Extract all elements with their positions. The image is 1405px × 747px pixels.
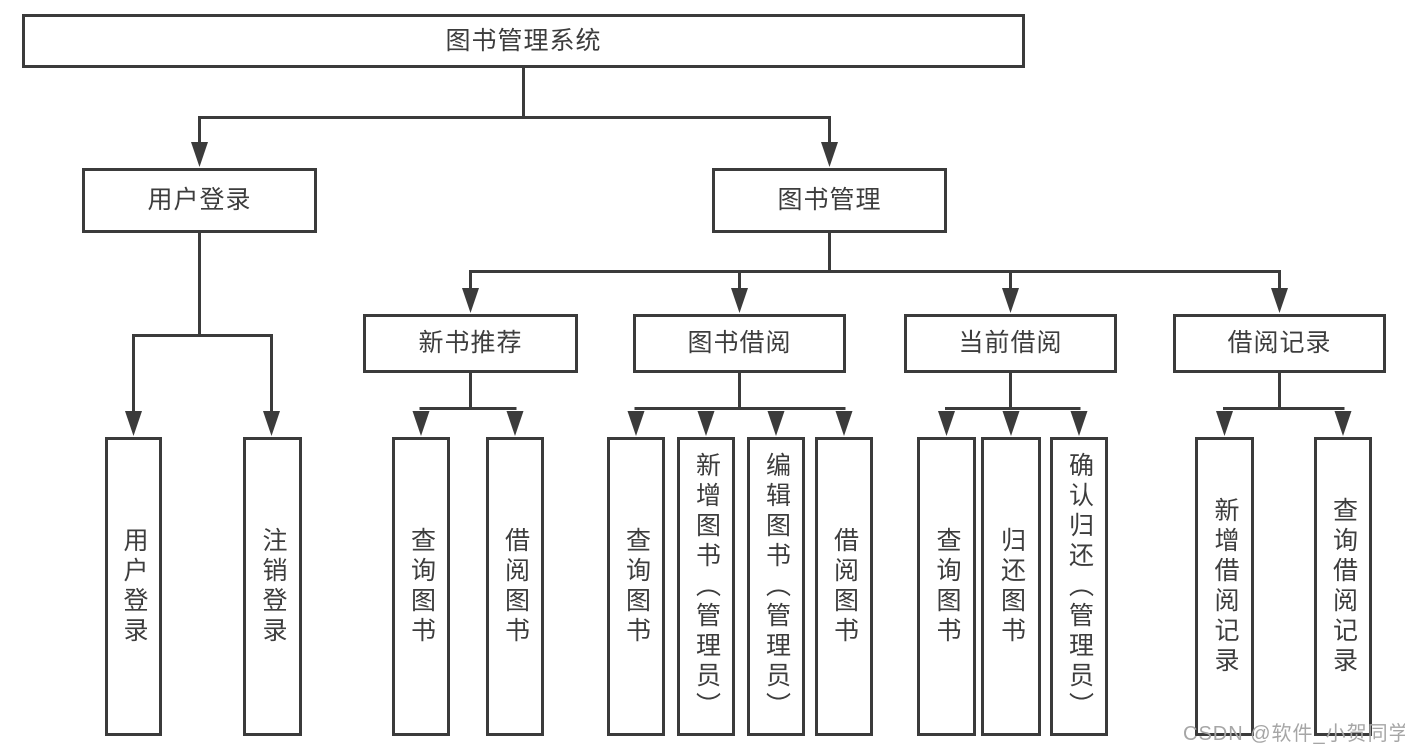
node-root-system: 图书管理系统 [22, 14, 1025, 68]
leaf-label: 确认归还（管理员） [1065, 451, 1094, 722]
leaf-add-borrow-record: 新增借阅记录 [1195, 437, 1254, 736]
leaf-label: 注销登录 [259, 526, 287, 647]
leaf-query-books-borrowing: 查询图书 [607, 437, 665, 736]
leaf-borrow-books-recommend: 借阅图书 [486, 437, 544, 736]
node-current-borrowing: 当前借阅 [904, 314, 1117, 373]
node-new-book-recommend: 新书推荐 [363, 314, 578, 373]
leaf-add-book-admin: 新增图书（管理员） [677, 437, 735, 736]
leaf-label: 归还图书 [997, 526, 1026, 647]
leaf-user-login: 用户登录 [105, 437, 162, 736]
leaf-label: 查询图书 [407, 526, 436, 647]
leaf-edit-book-admin: 编辑图书（管理员） [747, 437, 805, 736]
leaf-query-borrow-record: 查询借阅记录 [1314, 437, 1372, 736]
node-label: 图书借阅 [687, 329, 792, 357]
node-borrowing-records: 借阅记录 [1173, 314, 1386, 373]
leaf-label: 借阅图书 [830, 526, 859, 647]
watermark: CSDN @软件_小贺同学 [1183, 723, 1405, 745]
node-label: 图书管理系统 [445, 26, 602, 55]
leaf-label: 查询借阅记录 [1329, 496, 1358, 677]
leaf-borrow-books: 借阅图书 [815, 437, 873, 736]
leaf-query-books-current: 查询图书 [917, 437, 976, 736]
leaf-label: 查询图书 [622, 526, 651, 647]
leaf-label: 查询图书 [933, 526, 961, 647]
node-label: 图书管理 [777, 186, 882, 214]
leaf-label: 编辑图书（管理员） [762, 451, 791, 722]
leaf-label: 新增图书（管理员） [692, 451, 721, 722]
leaf-label: 新增借阅记录 [1211, 496, 1239, 677]
leaf-return-book: 归还图书 [981, 437, 1041, 736]
node-book-management: 图书管理 [712, 168, 947, 233]
leaf-logout: 注销登录 [243, 437, 302, 736]
leaf-label: 用户登录 [120, 526, 148, 647]
node-label: 当前借阅 [958, 329, 1063, 357]
node-book-borrowing: 图书借阅 [633, 314, 846, 373]
leaf-query-books-recommend: 查询图书 [392, 437, 450, 736]
node-label: 新书推荐 [418, 329, 523, 357]
leaf-confirm-return-admin: 确认归还（管理员） [1050, 437, 1108, 736]
node-user-login: 用户登录 [82, 168, 317, 233]
leaf-label: 借阅图书 [501, 526, 530, 647]
node-label: 用户登录 [147, 186, 252, 214]
node-label: 借阅记录 [1227, 329, 1332, 357]
